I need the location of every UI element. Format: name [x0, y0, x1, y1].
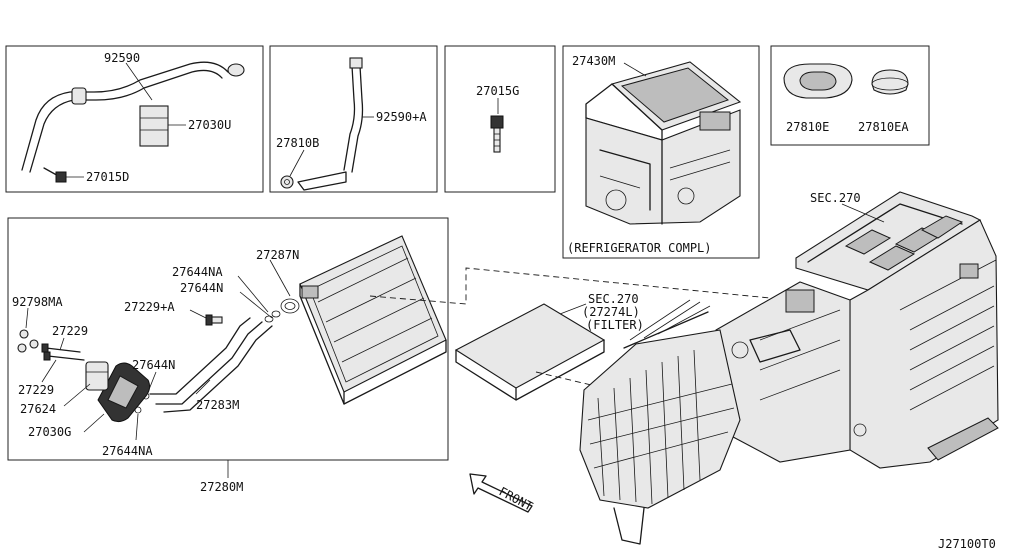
leader-pipe — [195, 379, 211, 395]
seal-block-drawing — [85, 361, 151, 423]
label-refrigerator: 27430M — [572, 54, 615, 68]
evaporator-pipe-drawing — [134, 298, 300, 414]
label-evaporator: 27287N — [256, 248, 299, 262]
label-front: FRONT — [497, 484, 535, 513]
label-oring-n-mid: 27644N — [132, 358, 175, 372]
leader-oring-n-mid — [147, 371, 157, 393]
label-oring-n-top: 27644N — [180, 281, 223, 295]
label-valve: 27229+A — [124, 300, 175, 314]
refrigerator-drawing — [585, 61, 742, 225]
filter-drawing — [454, 303, 606, 401]
label-bolt-27229-top: 27229 — [52, 324, 88, 338]
label-hose-left: 92590 — [104, 51, 140, 65]
leader-refrigerator — [623, 62, 647, 77]
leader-oring-n-top — [239, 291, 273, 319]
label-hose-mid: 92590+A — [376, 110, 427, 124]
leader-filter — [559, 303, 587, 315]
leader-bolt-27229-bot — [41, 359, 57, 383]
label-band: 27030U — [188, 118, 231, 132]
leader-bolt-27229-top — [59, 337, 65, 351]
hose-mid-drawing — [280, 57, 364, 191]
label-seal: 27030G — [28, 425, 71, 439]
valve-drawing — [205, 314, 223, 326]
label-pipe: 27283M — [196, 398, 239, 412]
box-hose-left — [5, 45, 264, 193]
leader-hose-left — [125, 62, 153, 101]
leader-oring-na-top — [237, 275, 269, 313]
box-bolt-mid — [444, 45, 556, 193]
front-arrow — [469, 473, 533, 513]
label-bolt-27229-bot: 27229 — [18, 383, 54, 397]
leader-valve — [189, 309, 207, 319]
label-assembly: 27280M — [200, 480, 243, 494]
label-sec-top: SEC.270 — [810, 191, 861, 205]
leader-nut — [289, 149, 305, 177]
leader-evaporator — [269, 259, 291, 297]
grommet-ea-drawing — [871, 69, 909, 95]
evaporator-core-drawing — [299, 235, 447, 405]
box-refrigerator — [562, 45, 760, 259]
label-grommet-ea: 27810EA — [858, 120, 909, 134]
leader-seal — [83, 413, 105, 433]
bolt-mid-drawing — [490, 115, 504, 153]
label-oring-na-bot: 27644NA — [102, 444, 153, 458]
label-filter-caption: (FILTER) — [586, 318, 644, 332]
leader-oring-na-bot — [135, 413, 139, 441]
dashed-line-filter — [535, 371, 605, 389]
label-grommet-e: 27810E — [786, 120, 829, 134]
leader-block — [63, 383, 91, 407]
hose-left-drawing — [21, 61, 245, 183]
label-bolt-mid: 27015G — [476, 84, 519, 98]
label-block: 27624 — [20, 402, 56, 416]
hvac-unit-drawing — [579, 191, 999, 545]
label-bolt-left: 27015D — [86, 170, 129, 184]
diagram-code: J27100T0 — [938, 537, 996, 551]
refrigerator-caption: (REFRIGERATOR COMPL) — [567, 241, 712, 255]
box-grommets — [770, 45, 930, 146]
label-nut: 27810B — [276, 136, 319, 150]
box-hose-mid — [269, 45, 438, 193]
label-filter-part: (27274L) — [582, 305, 640, 319]
leader-clip — [25, 307, 29, 329]
leader-sec-top — [841, 203, 885, 223]
label-clip: 92798MA — [12, 295, 63, 309]
grommet-e-drawing — [783, 63, 853, 99]
clip-bolts-drawing — [17, 329, 85, 361]
label-sec-filter: SEC.270 — [588, 292, 639, 306]
dashed-line-evaporator — [369, 267, 791, 305]
label-oring-na-top: 27644NA — [172, 265, 223, 279]
